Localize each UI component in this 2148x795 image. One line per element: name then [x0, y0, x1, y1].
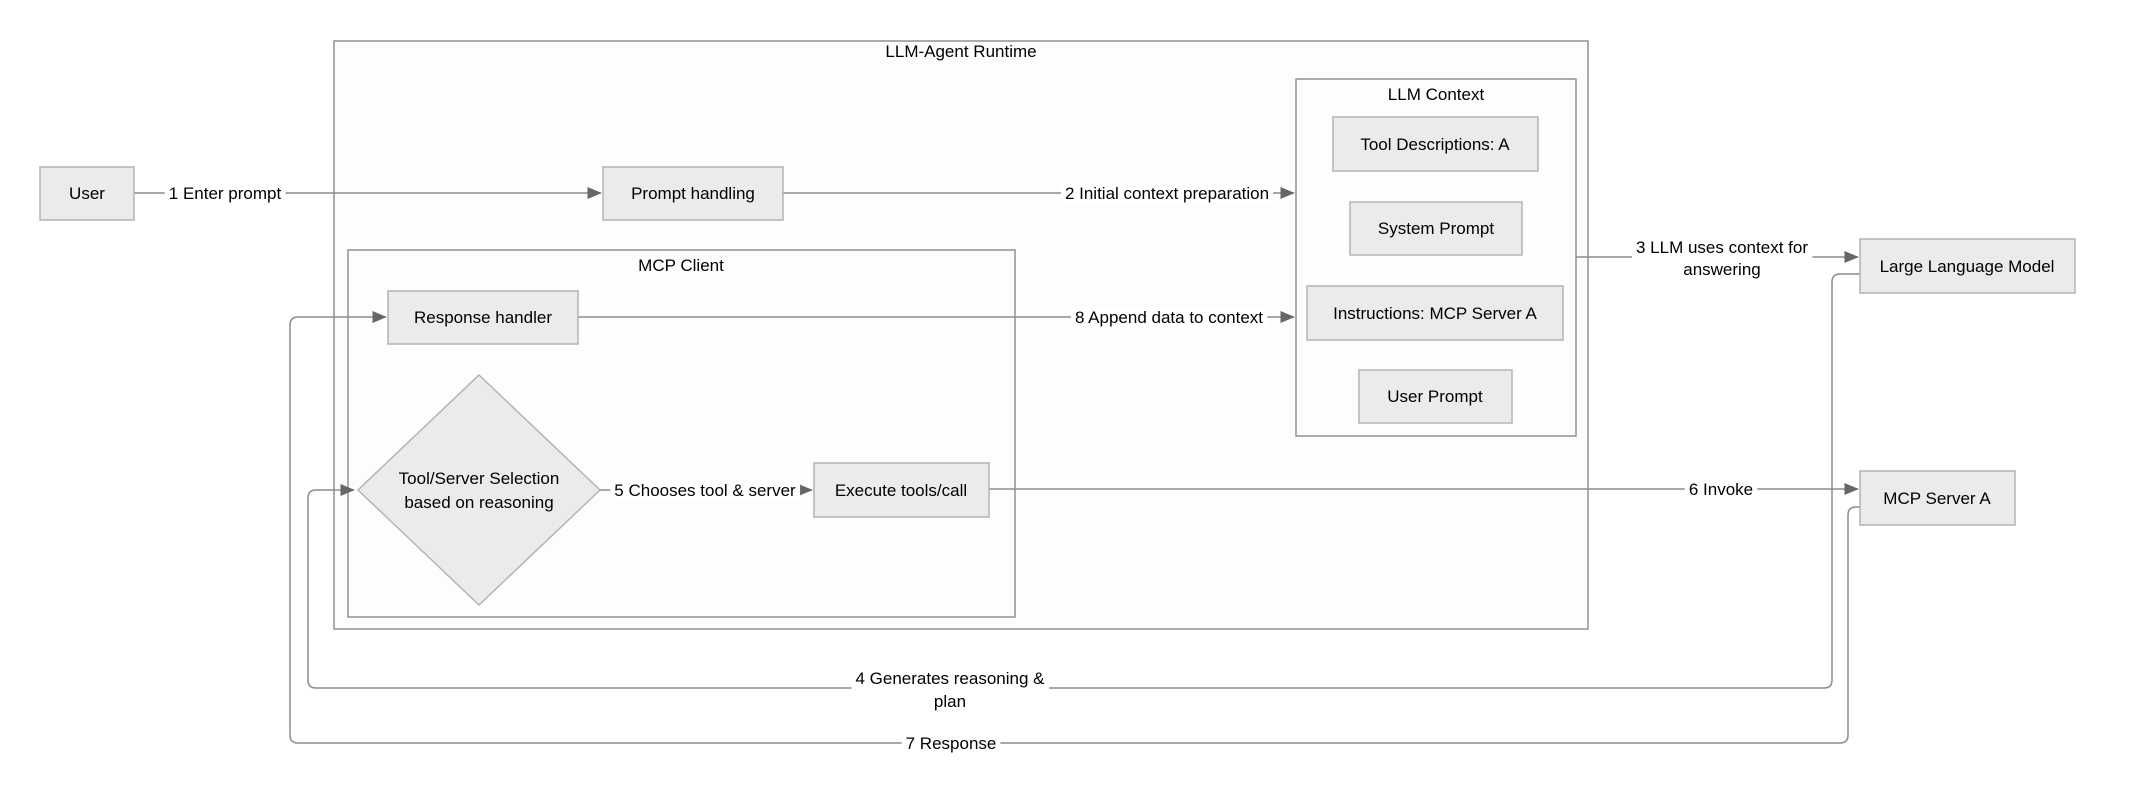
system-prompt-label: System Prompt	[1378, 219, 1494, 238]
edge-label-background	[1684, 479, 1758, 500]
tool-server-selection-label-line2: based on reasoning	[404, 493, 553, 512]
mcp-client-title: MCP Client	[638, 256, 724, 275]
node-tool-server-selection: Tool/Server Selection based on reasoning	[356, 373, 602, 607]
edge-3-label-line1: 3 LLM uses context for	[1636, 238, 1808, 257]
node-execute-tools-call: Execute tools/call	[813, 462, 990, 518]
edge-label-background	[901, 733, 1001, 754]
node-user: User	[39, 166, 135, 221]
tool-server-selection-label-line1: Tool/Server Selection	[399, 469, 560, 488]
node-tool-descriptions: Tool Descriptions: A	[1332, 116, 1539, 172]
node-large-language-model: Large Language Model	[1859, 238, 2076, 294]
response-handler-box	[387, 290, 579, 345]
execute-tools-call-label: Execute tools/call	[835, 481, 967, 500]
edge-4-label-line2: plan	[934, 692, 966, 711]
user-label: User	[69, 184, 105, 203]
edge-6-label: 6 Invoke	[1689, 480, 1753, 499]
instructions-label: Instructions: MCP Server A	[1333, 304, 1537, 323]
node-response-handler: Response handler	[387, 290, 579, 345]
large-language-model-box	[1859, 238, 2076, 294]
llm-agent-runtime-title: LLM-Agent Runtime	[885, 42, 1036, 61]
edge-label-background	[1070, 307, 1268, 328]
mcp-server-a-box	[1859, 470, 2016, 526]
edge-7-label: 7 Response	[906, 734, 997, 753]
edge-label-background	[1060, 183, 1274, 204]
instructions-box	[1306, 285, 1564, 341]
large-language-model-label: Large Language Model	[1880, 257, 2055, 276]
user-prompt-box	[1358, 369, 1513, 424]
edge-7-response	[289, 311, 1860, 744]
edge-3-label: 3 LLM uses context for answering	[1636, 238, 1808, 279]
prompt-handling-box	[602, 166, 784, 221]
node-mcp-server-a: MCP Server A	[1859, 470, 2016, 526]
execute-tools-call-box	[813, 462, 990, 518]
user-prompt-label: User Prompt	[1387, 387, 1483, 406]
tool-descriptions-box	[1332, 116, 1539, 172]
edge-1-label: 1 Enter prompt	[169, 184, 282, 203]
edge-4-label-line1: 4 Generates reasoning &	[855, 669, 1045, 688]
system-prompt-box	[1349, 201, 1523, 256]
user-box	[39, 166, 135, 221]
edge-8-label: 8 Append data to context	[1075, 308, 1263, 327]
tool-server-selection-diamond	[356, 373, 602, 607]
node-system-prompt: System Prompt	[1349, 201, 1523, 256]
edge-label-background	[164, 183, 286, 204]
edge-label-background	[1632, 237, 1813, 280]
edge-5-label: 5 Chooses tool & server	[614, 481, 796, 500]
edge-3-label-line2: answering	[1683, 260, 1761, 279]
edge-label-background	[851, 668, 1050, 712]
node-instructions-mcp-server-a: Instructions: MCP Server A	[1306, 285, 1564, 341]
edge-2-label: 2 Initial context preparation	[1065, 184, 1269, 203]
llm-context-title: LLM Context	[1388, 85, 1485, 104]
response-handler-label: Response handler	[414, 308, 552, 327]
edge-4-label: 4 Generates reasoning & plan	[855, 669, 1045, 711]
tool-descriptions-label: Tool Descriptions: A	[1360, 135, 1510, 154]
tool-server-selection-label: Tool/Server Selection based on reasoning	[399, 469, 560, 512]
node-prompt-handling: Prompt handling	[602, 166, 784, 221]
mcp-server-a-label: MCP Server A	[1883, 489, 1991, 508]
edge-label-background	[610, 480, 801, 501]
prompt-handling-label: Prompt handling	[631, 184, 755, 203]
edge-4-generates-reasoning-plan	[307, 273, 1860, 689]
node-user-prompt: User Prompt	[1358, 369, 1513, 424]
